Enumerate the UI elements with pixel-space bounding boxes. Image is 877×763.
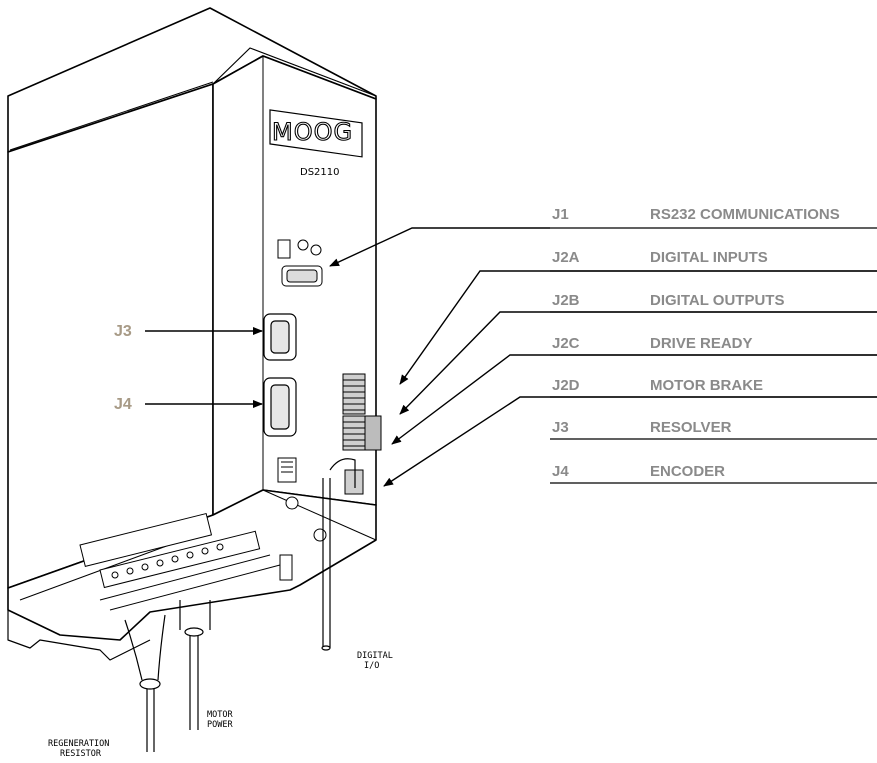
- regen-resistor-label-1: REGENERATION: [48, 739, 109, 749]
- j1-connector: [277, 239, 323, 287]
- cables: [124, 458, 356, 752]
- leader-lines: [329, 227, 877, 487]
- digital-io-label-1: DIGITAL: [357, 651, 393, 661]
- side-label-j4: J4: [114, 396, 132, 413]
- motor-power-label-1: MOTOR: [207, 710, 233, 720]
- side-label-j3: J3: [114, 323, 132, 340]
- leader-j1: [329, 227, 550, 267]
- terminal-strip: [79, 496, 327, 611]
- side-callouts: J3 J4: [114, 323, 263, 413]
- row-description: ENCODER: [650, 463, 725, 480]
- row-code: J2B: [552, 292, 580, 309]
- table-row: J3 RESOLVER: [550, 419, 877, 440]
- leader-j2d: [383, 396, 877, 487]
- row-description: DIGITAL INPUTS: [650, 249, 768, 266]
- table-row: J2A DIGITAL INPUTS: [550, 249, 877, 272]
- front-panel-details: MOOG DS2110: [263, 109, 382, 495]
- j3-connector: [263, 313, 297, 361]
- table-row: J2C DRIVE READY: [550, 335, 877, 356]
- row-description: DRIVE READY: [650, 335, 753, 352]
- left-side-panel: [7, 83, 214, 589]
- table-row: J1 RS232 COMMUNICATIONS: [550, 206, 877, 229]
- row-code: J2A: [552, 249, 580, 266]
- model-label: DS2110: [300, 167, 340, 178]
- row-code: J1: [552, 206, 569, 223]
- j4-connector: [263, 377, 297, 437]
- row-description: RESOLVER: [650, 419, 732, 436]
- row-code: J3: [552, 419, 569, 436]
- row-description: DIGITAL OUTPUTS: [650, 292, 784, 309]
- row-code: J2C: [552, 335, 580, 352]
- table-row: J2B DIGITAL OUTPUTS: [550, 292, 877, 313]
- row-code: J2D: [552, 377, 580, 394]
- motor-power-label-2: POWER: [207, 720, 233, 730]
- row-description: MOTOR BRAKE: [650, 377, 763, 394]
- j2-terminal-blocks: [277, 373, 382, 495]
- row-code: J4: [552, 463, 569, 480]
- regen-resistor-label-2: RESISTOR: [60, 749, 102, 759]
- connector-table: J1 RS232 COMMUNICATIONS J2A DIGITAL INPU…: [550, 206, 877, 484]
- leader-j2c: [391, 354, 877, 445]
- digital-io-label-2: I/O: [364, 661, 379, 671]
- cable-labels: DIGITAL I/O MOTOR POWER REGENERATION RES…: [48, 651, 393, 759]
- table-row: J4 ENCODER: [550, 463, 877, 484]
- leader-j2a: [399, 270, 877, 385]
- top-lid-ridge: [212, 47, 377, 97]
- row-description: RS232 COMMUNICATIONS: [650, 206, 840, 223]
- table-row: J2D MOTOR BRAKE: [550, 377, 877, 398]
- leader-j2b: [399, 311, 877, 415]
- brand-logo: MOOG: [272, 118, 353, 146]
